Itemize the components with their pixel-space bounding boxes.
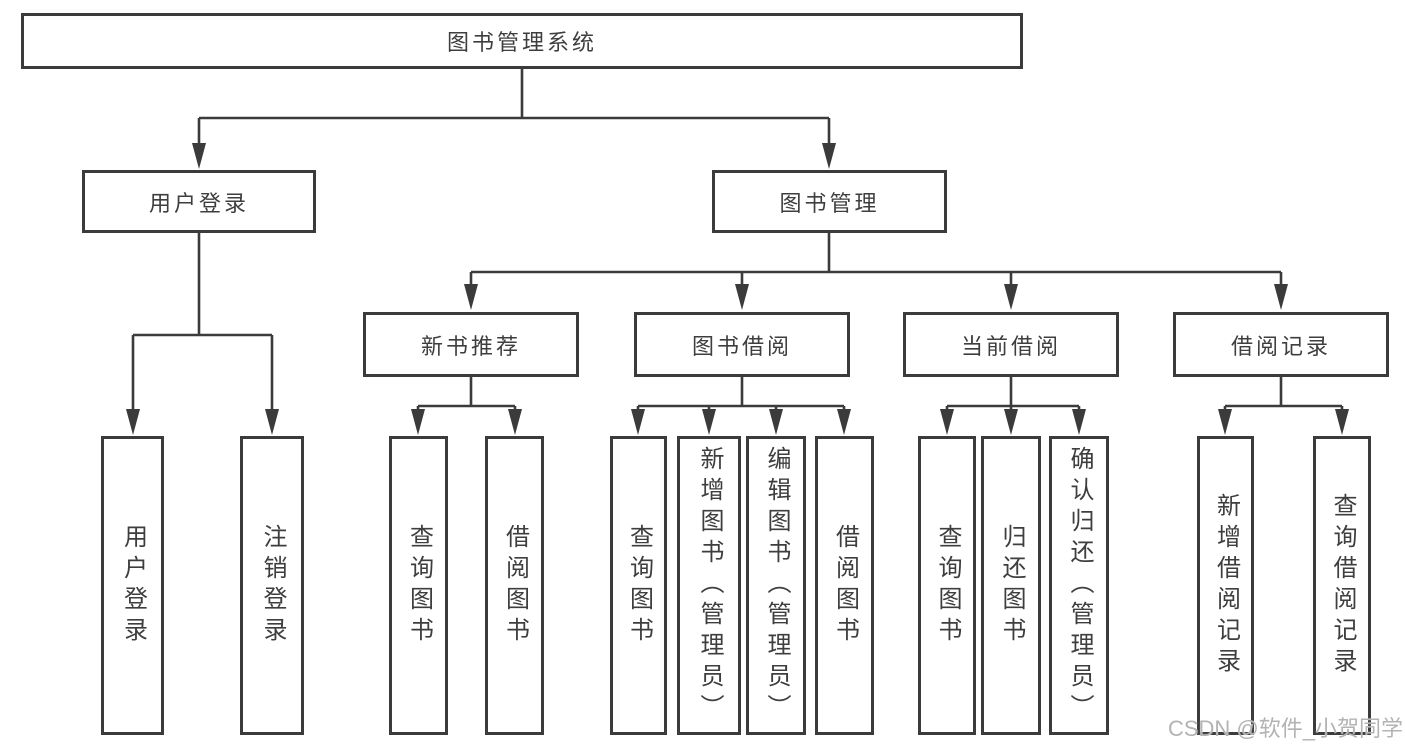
- leaf-newbook-query-books: 查询图书: [389, 436, 448, 735]
- leaf-current-query-books: 查询图书: [918, 436, 976, 735]
- node-book-management-system: 图书管理系统: [21, 13, 1023, 69]
- leaf-logout: 注销登录: [240, 436, 304, 735]
- leaf-borrowing-query-books: 查询图书: [610, 436, 667, 735]
- node-user-login: 用户登录: [82, 170, 316, 233]
- leaf-current-return-books: 归还图书: [981, 436, 1041, 735]
- node-borrowing-records: 借阅记录: [1173, 312, 1389, 377]
- connector-new-book-recommend-to-children: [411, 377, 522, 435]
- leaf-records-query-record: 查询借阅记录: [1313, 436, 1371, 735]
- node-book-management: 图书管理: [712, 170, 947, 233]
- connector-book-management-to-level3: [464, 232, 1288, 310]
- connector-borrowing-records-to-children: [1218, 377, 1349, 435]
- connector-root-to-level2: [192, 68, 836, 169]
- node-current-borrowing: 当前借阅: [903, 312, 1119, 377]
- leaf-borrowing-add-books-admin: 新增图书（管理员）: [677, 436, 741, 735]
- node-book-borrowing: 图书借阅: [634, 312, 850, 377]
- node-new-book-recommend: 新书推荐: [363, 312, 579, 377]
- leaf-newbook-borrow-books: 借阅图书: [485, 436, 544, 735]
- connector-user-login-to-children: [126, 232, 279, 435]
- leaf-borrowing-borrow-books: 借阅图书: [815, 436, 874, 735]
- connector-current-borrowing-to-children: [940, 377, 1086, 435]
- leaf-user-login: 用户登录: [101, 436, 164, 735]
- leaf-borrowing-edit-books-admin: 编辑图书（管理员）: [746, 436, 806, 735]
- leaf-current-confirm-return-admin: 确认归还（管理员）: [1049, 436, 1109, 735]
- connector-book-borrowing-to-children: [631, 377, 851, 435]
- watermark: CSDN @软件_小贺同学: [1167, 716, 1403, 741]
- leaf-records-add-record: 新增借阅记录: [1197, 436, 1254, 735]
